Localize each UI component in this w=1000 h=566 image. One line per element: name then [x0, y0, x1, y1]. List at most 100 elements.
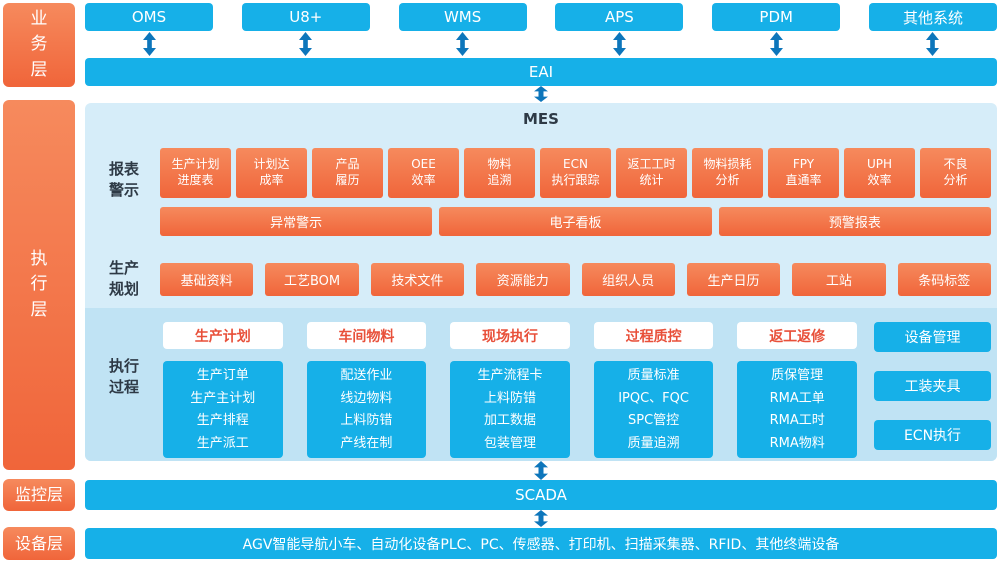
process-header: 过程质控	[593, 322, 714, 349]
process-item: 生产订单	[196, 368, 249, 383]
vertical-double-arrow-icon	[926, 32, 940, 56]
process-item: 线边物料	[340, 390, 393, 406]
device-bar: AGV智能导航小车、自动化设备PLC、PC、传感器、打印机、扫描采集器、RFID…	[85, 528, 997, 559]
layer-label-execution: 执 行 层	[3, 100, 75, 470]
system-box: WMS	[398, 3, 527, 31]
process-item: IPQC、FQC	[618, 390, 689, 406]
layer-label-device: 设备层	[3, 527, 75, 560]
report-card: 产品 履历	[312, 148, 383, 198]
system-column: OMS	[85, 3, 213, 56]
process-column: 现场执行生产流程卡上料防错加工数据包装管理	[450, 322, 570, 459]
system-box: U8+	[241, 3, 370, 31]
section-label-report-alert: 报表 警示	[108, 160, 139, 199]
process-column: 生产计划生产订单生产主计划生产排程生产派工	[163, 322, 283, 459]
vertical-double-arrow-icon	[612, 32, 626, 56]
system-box: 其他系统	[868, 3, 997, 31]
side-function-box: 工装夹具	[874, 371, 991, 401]
process-header: 现场执行	[450, 322, 570, 349]
process-item: RMA物料	[769, 435, 825, 451]
report-card: UPH 效率	[844, 148, 915, 198]
report-card: 不良 分析	[920, 148, 991, 198]
business-systems-row: OMS U8+ WMS APS PDM 其他系统	[85, 3, 997, 56]
scada-bar: SCADA	[85, 480, 997, 510]
report-bar: 电子看板	[439, 207, 712, 236]
process-column: 车间物料配送作业线边物料上料防错产线在制	[306, 322, 427, 459]
process-items: 生产订单生产主计划生产排程生产派工	[163, 361, 283, 459]
scada-device-arrow-icon	[534, 510, 548, 527]
planning-card: 组织人员	[581, 263, 675, 296]
process-item: 加工数据	[483, 413, 536, 429]
planning-card: 条码标签	[897, 263, 991, 296]
report-card: ECN 执行跟踪	[540, 148, 611, 198]
process-column: 过程质控质量标准 IPQC、FQC SPC管控质量追溯	[593, 322, 714, 459]
side-function-box: ECN执行	[874, 420, 991, 450]
planning-card: 资源能力	[476, 263, 570, 296]
planning-card: 基础资料	[160, 263, 254, 296]
report-card: 物料损耗 分析	[692, 148, 763, 198]
system-column: APS	[555, 3, 684, 56]
process-column: 返工返修质保管理 RMA工单 RMA工时 RMA物料	[737, 322, 857, 459]
report-card: 物料 追溯	[464, 148, 535, 198]
process-items: 质保管理 RMA工单 RMA工时 RMA物料	[737, 361, 857, 459]
system-column: WMS	[398, 3, 527, 56]
mes-scada-arrow-icon	[534, 461, 548, 480]
report-card: FPY 直通率	[768, 148, 839, 198]
eai-mes-arrow-icon	[534, 86, 548, 102]
system-column: 其他系统	[868, 3, 997, 56]
process-items: 生产流程卡上料防错加工数据包装管理	[450, 361, 570, 459]
planning-card: 工艺BOM	[265, 263, 359, 296]
system-column: U8+	[241, 3, 370, 56]
process-items: 质量标准 IPQC、FQC SPC管控质量追溯	[593, 361, 714, 459]
planning-card: 生产日历	[686, 263, 781, 296]
report-card: OEE 效率	[388, 148, 459, 198]
process-item: RMA工单	[769, 390, 825, 406]
planning-card: 工站	[792, 263, 886, 296]
process-item: 质量追溯	[627, 435, 680, 451]
scada-label: SCADA	[515, 486, 567, 504]
planning-cards-row: 基础资料工艺BOM 技术文件资源能力组织人员生产日历工站条码标签	[160, 263, 991, 296]
process-header: 返工返修	[737, 322, 857, 349]
system-column: PDM	[712, 3, 841, 56]
process-columns: 生产计划生产订单生产主计划生产排程生产派工车间物料配送作业线边物料上料防错产线在…	[163, 322, 857, 459]
process-item: 生产主计划	[190, 390, 256, 406]
vertical-double-arrow-icon	[142, 32, 156, 56]
process-item: 产线在制	[340, 435, 393, 451]
section-label-production-planning: 生产 规划	[108, 259, 139, 298]
process-item: 生产流程卡	[477, 368, 543, 383]
process-header: 车间物料	[306, 322, 427, 349]
process-item: 上料防错	[340, 413, 393, 429]
report-bar: 异常警示	[160, 207, 433, 236]
device-list-label: AGV智能导航小车、自动化设备PLC、PC、传感器、打印机、扫描采集器、RFID…	[242, 536, 840, 553]
system-box: APS	[555, 3, 684, 31]
eai-bar: EAI	[85, 58, 997, 86]
planning-card: 技术文件	[370, 263, 465, 296]
process-item: SPC管控	[628, 413, 680, 429]
report-card: 返工工时 统计	[616, 148, 687, 198]
process-item: 上料防错	[483, 390, 536, 406]
report-bars-row: 异常警示电子看板预警报表	[160, 207, 991, 236]
vertical-double-arrow-icon	[769, 32, 783, 56]
system-box: PDM	[712, 3, 841, 31]
vertical-double-arrow-icon	[299, 32, 313, 56]
process-item: 质保管理	[771, 368, 824, 383]
process-item: RMA工时	[769, 413, 825, 429]
mes-title: MES	[523, 110, 559, 128]
process-item: 包装管理	[483, 435, 536, 451]
side-function-box: 设备管理	[874, 322, 991, 352]
report-card: 计划达 成率	[236, 148, 307, 198]
vertical-double-arrow-icon	[456, 32, 470, 56]
process-item: 配送作业	[340, 368, 393, 383]
eai-label: EAI	[528, 63, 554, 81]
report-bar: 预警报表	[718, 207, 991, 236]
side-function-column: 设备管理工装夹具 ECN执行	[874, 322, 991, 450]
process-item: 生产派工	[196, 435, 249, 451]
process-items: 配送作业线边物料上料防错产线在制	[306, 361, 427, 459]
process-header: 生产计划	[163, 322, 283, 349]
process-item: 质量标准	[627, 368, 680, 383]
section-label-execution-process: 执行 过程	[108, 357, 139, 396]
process-item: 生产排程	[196, 413, 249, 429]
report-card: 生产计划 进度表	[160, 148, 231, 198]
